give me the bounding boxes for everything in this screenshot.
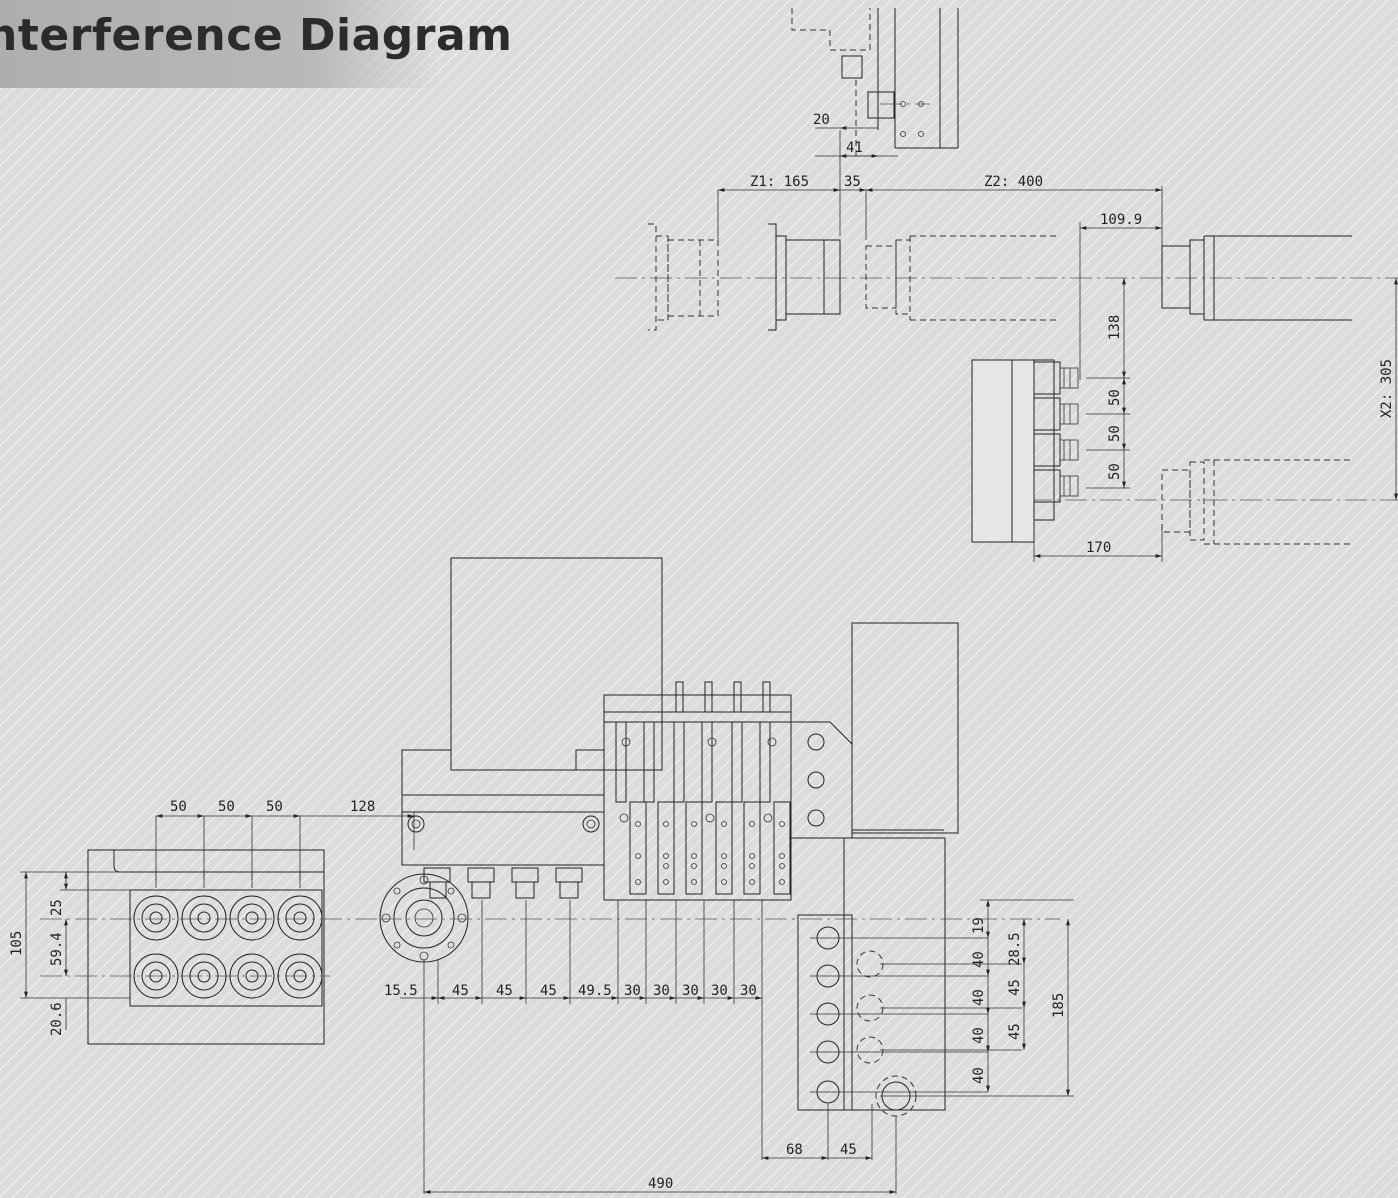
gang-slide-tools — [603, 681, 792, 901]
dim-bottom-30-e: 30 — [740, 983, 757, 999]
top-spindle-view: 20 41 Z1: 165 35 Z2: 400 109.9 138 — [615, 8, 1398, 562]
dim-bottom-45-c: 45 — [540, 983, 557, 999]
dim-bottom-45-a: 45 — [452, 983, 469, 999]
dim-20: 20 — [813, 112, 830, 128]
dim-left-128: 128 — [350, 799, 375, 815]
dim-z1: Z1: 165 — [750, 174, 809, 190]
main-spindle-chuck — [768, 223, 841, 331]
left-dimensions: 50 50 50 128 105 25 59.4 20.6 — [9, 799, 415, 1036]
gang-tool-block — [971, 359, 1079, 543]
dim-59-4: 59.4 — [49, 932, 65, 966]
dim-right-40-c: 40 — [971, 1027, 987, 1044]
dim-15-5: 15.5 — [384, 983, 418, 999]
collet-grid — [129, 870, 323, 1007]
dim-right-45-a: 45 — [1007, 979, 1023, 996]
left-tool-holder-block: 50 50 50 128 105 25 59.4 20.6 — [9, 799, 415, 1045]
sub-spindle-dashed — [865, 235, 1056, 321]
sub-spindle-solid — [1161, 235, 1352, 321]
dim-49-5: 49.5 — [578, 983, 612, 999]
gang-slide-assembly: 15.5 45 45 45 49.5 30 30 30 30 30 68 45 … — [379, 557, 1074, 1194]
dim-z2: Z2: 400 — [984, 174, 1043, 190]
dim-x2: X2: 305 — [1379, 359, 1395, 418]
dim-109-9: 109.9 — [1100, 212, 1142, 228]
live-tool-collets — [423, 867, 583, 899]
dim-50-c: 50 — [1107, 463, 1123, 480]
dim-490: 490 — [648, 1176, 673, 1192]
dim-170: 170 — [1086, 540, 1111, 556]
upper-tool-post — [791, 8, 959, 160]
dim-185: 185 — [1051, 993, 1067, 1018]
dim-right-40-d: 40 — [971, 1067, 987, 1084]
dim-left-50-a: 50 — [170, 799, 187, 815]
dim-bottom-30-d: 30 — [711, 983, 728, 999]
top-dimensions: 20 41 Z1: 165 35 Z2: 400 109.9 138 — [717, 112, 1398, 562]
dim-50-b: 50 — [1107, 425, 1123, 442]
dim-bottom-45-d: 45 — [840, 1142, 857, 1158]
dim-105: 105 — [9, 931, 25, 956]
dim-20-6: 20.6 — [49, 1002, 65, 1036]
dim-right-45-b: 45 — [1007, 1023, 1023, 1040]
dim-50-a: 50 — [1107, 389, 1123, 406]
turret-disk — [379, 873, 469, 963]
dim-left-50-c: 50 — [266, 799, 283, 815]
dim-left-50-b: 50 — [218, 799, 235, 815]
dim-bottom-30-b: 30 — [653, 983, 670, 999]
dim-28-5: 28.5 — [1007, 932, 1023, 966]
dim-bottom-30-c: 30 — [682, 983, 699, 999]
left-chuck-outline — [648, 223, 719, 331]
dim-19: 19 — [971, 917, 987, 934]
dim-bottom-45-b: 45 — [496, 983, 513, 999]
dim-68: 68 — [786, 1142, 803, 1158]
dim-35: 35 — [844, 174, 861, 190]
right-motor-plate — [790, 622, 1074, 1117]
dim-right-40-a: 40 — [971, 951, 987, 968]
page-title: nterference Diagram — [0, 10, 513, 61]
dim-41: 41 — [846, 140, 863, 156]
lower-sub-spindle — [1161, 459, 1352, 545]
dim-bottom-30-a: 30 — [624, 983, 641, 999]
dim-right-40-b: 40 — [971, 989, 987, 1006]
dim-138: 138 — [1107, 315, 1123, 340]
bottom-dimensions: 15.5 45 45 45 49.5 30 30 30 30 30 68 45 … — [384, 900, 897, 1194]
title-banner: nterference Diagram — [0, 0, 512, 88]
right-dimensions: 19 40 40 40 40 28.5 45 45 185 — [971, 899, 1074, 1096]
dim-25: 25 — [49, 899, 65, 916]
